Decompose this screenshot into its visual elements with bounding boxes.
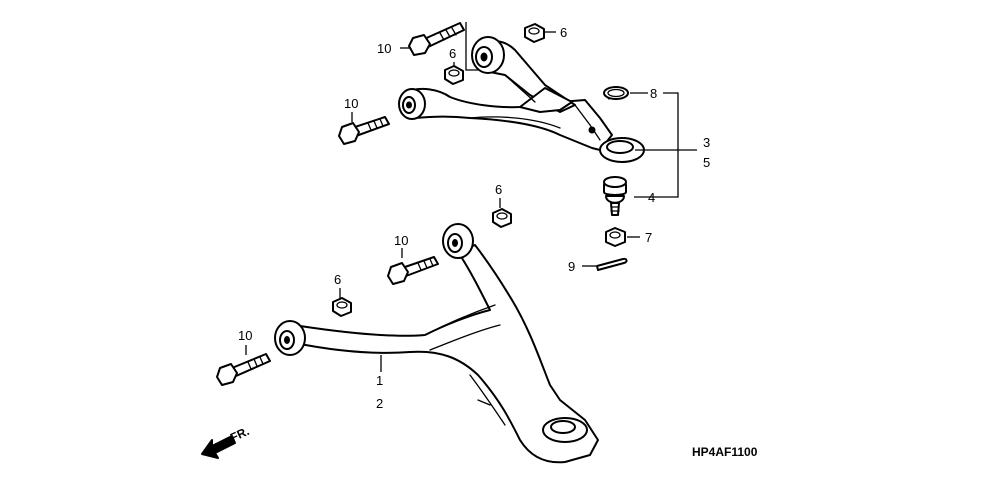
callout-1-lower-arm: 1	[376, 373, 383, 388]
lower-arm	[274, 223, 599, 464]
callout-10-lower-front: 10	[238, 328, 252, 343]
callout-7-castle-nut: 7	[645, 230, 652, 245]
callout-3-upper-arm: 3	[703, 135, 710, 150]
callout-2-lower-arm: 2	[376, 396, 383, 411]
bolt-lower-front	[216, 353, 271, 386]
callout-labels: 10 6 6 10 8 3 5 4 6 7 10 9 6 10 1 2	[238, 25, 710, 411]
drawing-code: HP4AF1100	[692, 445, 758, 459]
castle-nut	[605, 227, 626, 247]
front-direction-arrow: FR.	[201, 424, 251, 459]
nut-upper-top	[524, 23, 545, 43]
callout-8-snap-ring: 8	[650, 86, 657, 101]
ball-joint	[603, 176, 627, 216]
nut-lower-rear	[492, 208, 512, 228]
callout-5-upper-arm: 5	[703, 155, 710, 170]
callout-9-cotter-pin: 9	[568, 259, 575, 274]
callout-10-upper-front: 10	[344, 96, 358, 111]
nut-upper-middle	[444, 65, 464, 85]
nut-lower-front	[332, 297, 352, 317]
callout-6-lower-front: 6	[334, 272, 341, 287]
bolt-upper-front	[338, 116, 390, 145]
callout-4-ball-joint: 4	[648, 190, 655, 205]
snap-ring	[603, 86, 629, 100]
callout-6-lower-rear: 6	[495, 182, 502, 197]
bolt-lower-rear	[387, 256, 439, 285]
direction-label: FR.	[228, 424, 251, 445]
upper-arm	[398, 36, 645, 163]
callout-10-upper-rear: 10	[377, 41, 391, 56]
callout-6-upper-middle: 6	[449, 46, 456, 61]
bolt-upper-rear	[408, 22, 465, 56]
leader-lines	[245, 22, 697, 372]
callout-10-lower-rear: 10	[394, 233, 408, 248]
callout-6-upper-top: 6	[560, 25, 567, 40]
cotter-pin	[596, 257, 628, 271]
